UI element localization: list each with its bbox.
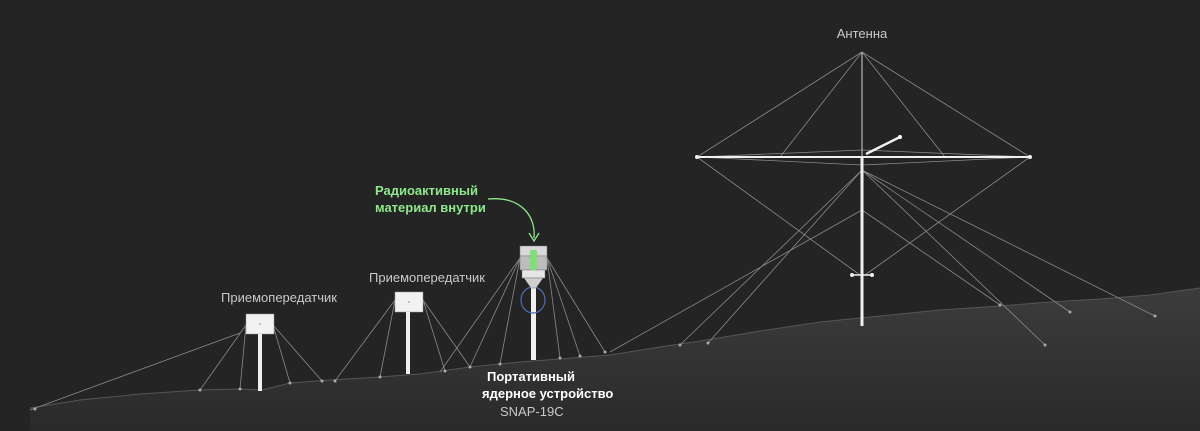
radioactive-core <box>530 250 537 270</box>
transceiver-left <box>245 313 275 391</box>
radioactive-label-line2: материал внутри <box>375 200 486 215</box>
antenna <box>695 52 1032 326</box>
anchor-points <box>33 303 1157 411</box>
device-label-line2: ядерное устройство <box>482 386 614 401</box>
transceiver-right-label: Приемопередатчик <box>369 270 485 285</box>
transceiver-left-label: Приемопередатчик <box>221 290 337 305</box>
device-label-line1: Портативный <box>487 369 575 384</box>
callout-arrow <box>487 198 535 239</box>
radioactive-label-line1: Радиоактивный <box>375 183 478 198</box>
transceiver-right <box>394 291 424 374</box>
device-model-label: SNAP-19C <box>500 404 564 419</box>
snap-19c-device <box>519 245 548 360</box>
antenna-label: Антенна <box>836 26 888 41</box>
hillside-ground <box>30 288 1200 431</box>
